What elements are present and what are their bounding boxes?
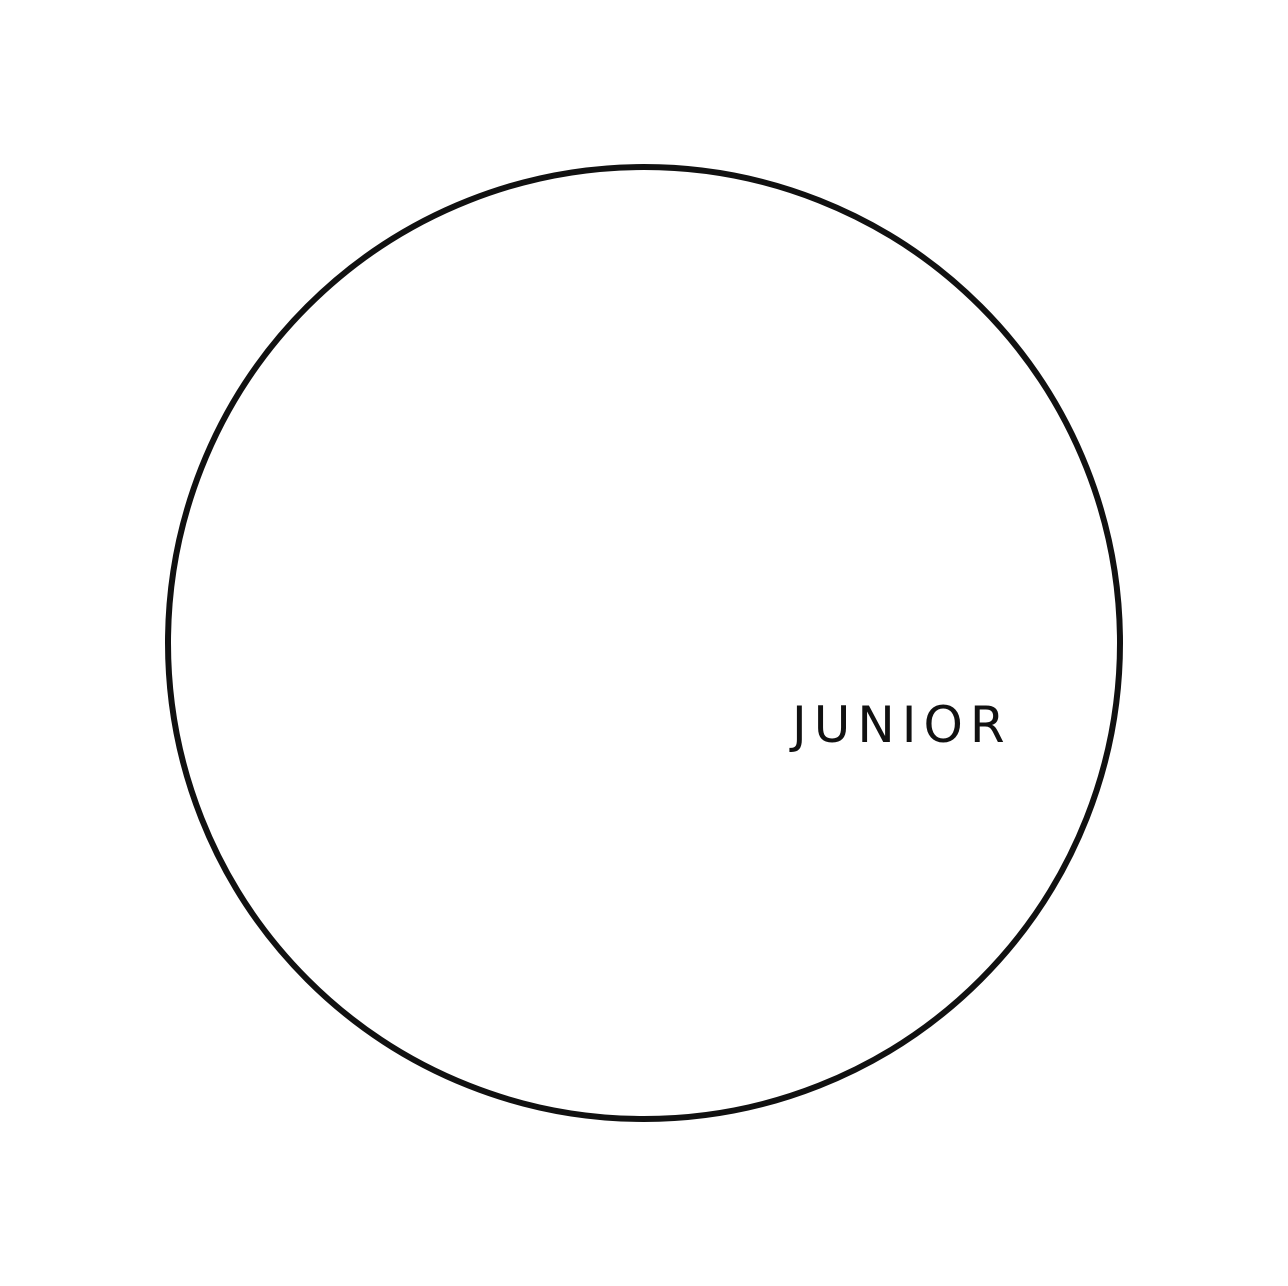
circle-outline — [165, 164, 1123, 1122]
logo-wordmark: JUNIOR — [792, 696, 1012, 754]
